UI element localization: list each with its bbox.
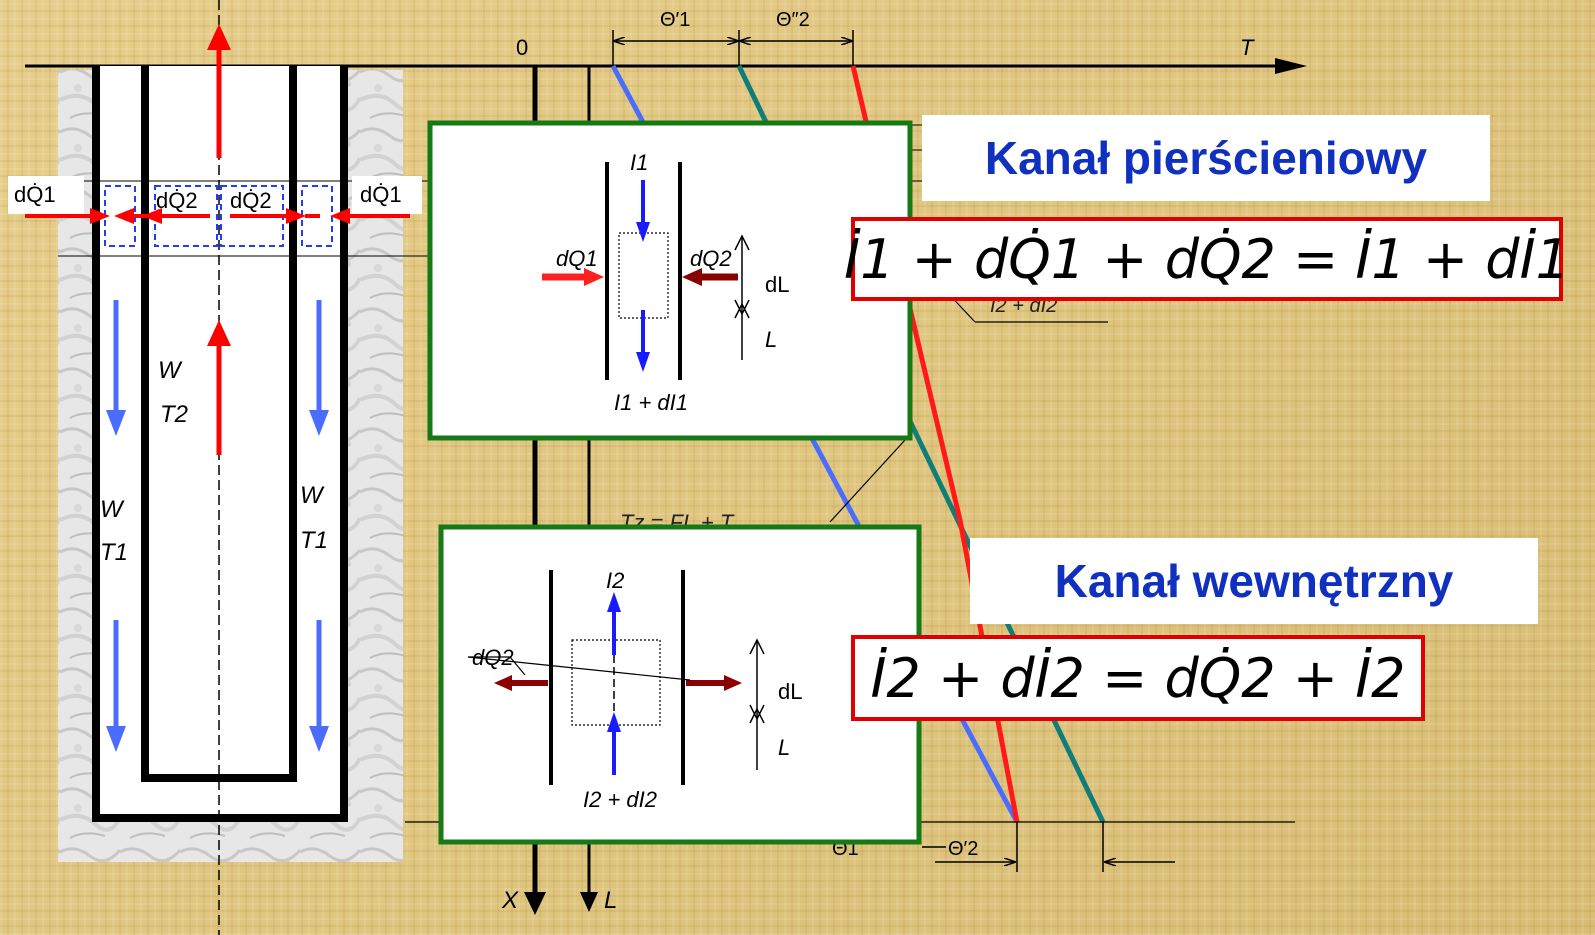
- inner-channel-title: Kanał wewnętrzny: [970, 538, 1538, 624]
- annular-enthalpy-in-head: [636, 222, 650, 242]
- annular-l-label: L: [765, 327, 777, 352]
- dq2-right-label: dQ̇2: [230, 188, 272, 213]
- heat-arrow-left-in-head: [90, 208, 110, 224]
- inner-element-inset: I2 dQ2 dL L I2 + dI2: [438, 524, 922, 845]
- annular-arrow-right-1-head: [309, 410, 329, 436]
- inner-dl-top-tick: [749, 638, 765, 655]
- well-section: dQ̇1 dQ̇1 dQ̇2 dQ̇2: [8, 0, 430, 935]
- inner-dl-label: dL: [778, 679, 802, 704]
- dq1-right-label: dQ̇1: [360, 182, 402, 207]
- heat-arrow-center-left-head: [142, 208, 162, 224]
- inner-flow-arrows: [207, 24, 231, 455]
- annular-element-inset: I1 dQ1 dQ2 dL L I1 + dI1: [427, 120, 913, 441]
- dq2-left-label: dQ̇2: [156, 188, 198, 213]
- inner-energy-equation: İ2 + dİ2 = dQ̇2 + İ2: [851, 635, 1425, 721]
- annular-energy-equation: İ1 + dQ̇1 + dQ̇2 = İ1 + dİ1: [844, 217, 1570, 301]
- outlet-arrow-head: [207, 24, 231, 50]
- heat-arrow-center-right-head: [286, 208, 306, 224]
- bottom-theta2-label: Θ′2: [948, 838, 978, 860]
- x-axis-arrowhead: [524, 892, 546, 915]
- top-dimensions: Θ′1 Θ″2: [612, 9, 854, 66]
- origin-label: 0: [516, 35, 528, 60]
- inner-dq-leader: [468, 656, 526, 676]
- left-w-label: W: [100, 496, 125, 523]
- x-axis-label: X: [501, 887, 519, 914]
- annular-dl-label: dL: [765, 272, 789, 297]
- theta2-dprime-label: Θ″2: [776, 9, 810, 31]
- inner-heat-right-head: [724, 675, 742, 691]
- inner-flow-arrow-head: [207, 320, 231, 346]
- annular-dq-left-label: dQ1: [556, 246, 598, 271]
- annular-inset-frame: [427, 120, 913, 441]
- left-t1-label: T1: [100, 539, 128, 566]
- inner-l-label: L: [778, 735, 790, 760]
- inner-dq-left-label: dQ2: [472, 645, 514, 670]
- t-axis-arrowhead: [1275, 58, 1307, 74]
- annular-arrow-left-1-head: [106, 410, 126, 436]
- inner-i-top-label: I2: [606, 568, 624, 593]
- inner-heat-left-head: [494, 675, 512, 691]
- t-axis-label: T: [1240, 35, 1255, 60]
- inner-leader-line: [467, 656, 691, 681]
- inner-i-bottom-label: I2 + dI2: [583, 787, 657, 812]
- heat-arrows: [25, 208, 410, 224]
- l-axis-label: L: [604, 887, 617, 914]
- heat-arrow-left-inner-head: [114, 208, 134, 224]
- theta1-prime-label: Θ′1: [660, 9, 690, 31]
- l-axis-arrowhead: [580, 892, 598, 912]
- inner-inset-frame: [438, 524, 922, 845]
- right-t1-label: T1: [300, 527, 328, 554]
- annular-enthalpy-out-head: [636, 352, 650, 372]
- annular-dq-right-label: dQ2: [690, 246, 732, 271]
- right-w-label: W: [300, 482, 325, 509]
- dq1-right-bg: [352, 176, 422, 214]
- annular-arrow-right-2-head: [309, 726, 329, 752]
- leader-line-3: [829, 439, 906, 523]
- dq1-left-label: dQ̇1: [14, 182, 56, 207]
- annular-channel-title: Kanał pierścieniowy: [922, 115, 1490, 201]
- annular-flow-arrows: [106, 300, 329, 752]
- center-w-label: W: [158, 357, 183, 384]
- inner-enthalpy-out-head: [607, 592, 621, 612]
- inner-dl-mid-tick: [749, 704, 765, 724]
- inner-enthalpy-in-head: [607, 712, 621, 732]
- annular-arrow-left-2-head: [106, 726, 126, 752]
- annular-dl-top-tick: [734, 234, 750, 251]
- center-t2-label: T2: [160, 401, 188, 428]
- annular-i-bottom-label: I1 + dI1: [614, 390, 688, 415]
- heat-arrow-right-in-head: [330, 208, 350, 224]
- dq1-left-bg: [8, 176, 84, 214]
- annular-i-top-label: I1: [630, 150, 648, 175]
- annular-dl-mid-tick: [734, 299, 750, 319]
- annular-heat-right-head: [682, 268, 702, 286]
- annular-heat-left-head: [584, 268, 604, 286]
